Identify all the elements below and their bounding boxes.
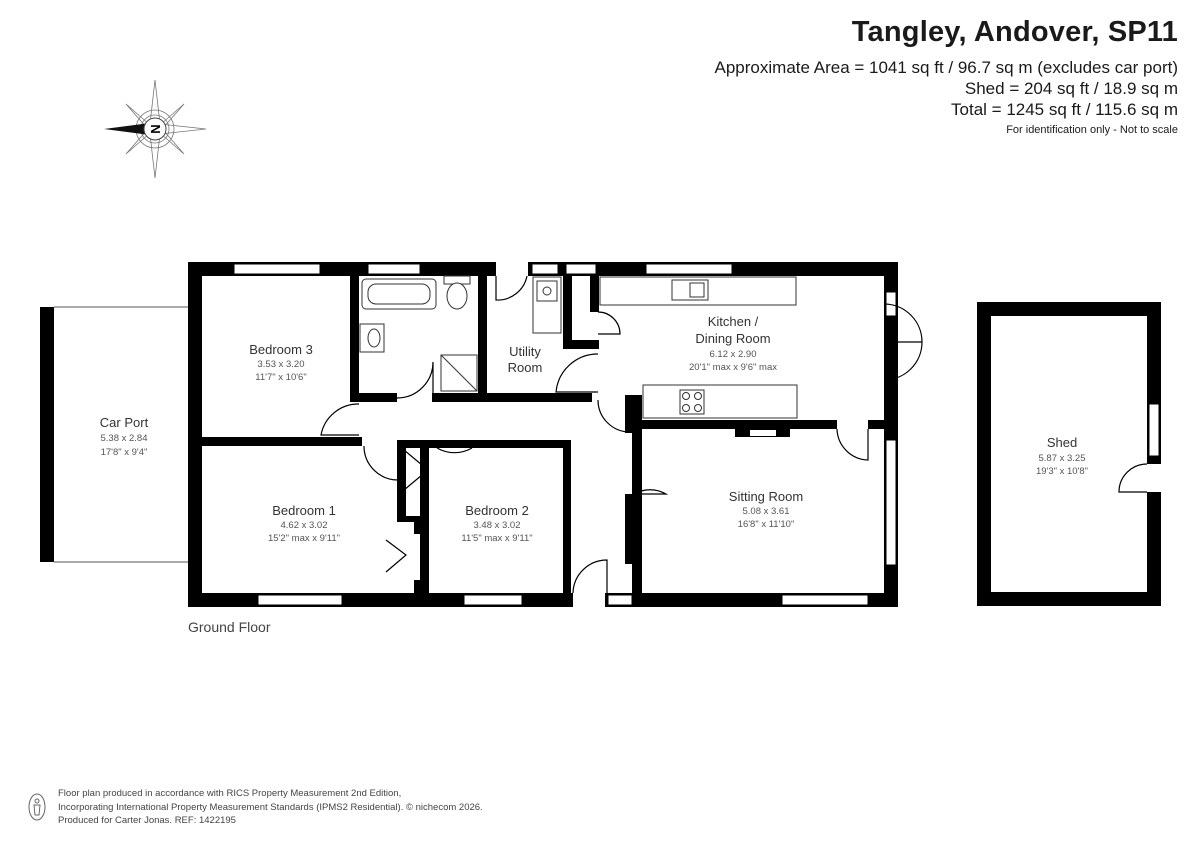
car-port: [40, 306, 188, 563]
bedroom3-imperial: 11'7" x 10'6": [255, 372, 306, 383]
compass-letter: N: [148, 124, 163, 133]
sitting-room-imperial: 16'8" x 11'10": [738, 519, 795, 530]
compass-icon: N: [104, 79, 207, 179]
page-title: Tangley, Andover, SP11: [851, 16, 1178, 48]
sitting-room-metric: 5.08 x 3.61: [742, 506, 789, 517]
bedroom2-name: Bedroom 2: [465, 503, 529, 518]
person-icon: [28, 793, 46, 821]
shed-metric: 5.87 x 3.25: [1038, 453, 1085, 464]
bedroom2-metric: 3.48 x 3.02: [473, 520, 520, 531]
fixtures: [359, 275, 798, 419]
floor-label: Ground Floor: [188, 619, 271, 635]
footer-line2: Incorporating International Property Mea…: [58, 801, 483, 813]
car-port-name: Car Port: [100, 415, 149, 430]
kitchen-imperial: 20'1" max x 9'6" max: [689, 362, 777, 373]
kitchen-name-line2: Dining Room: [695, 331, 770, 346]
footer-line1: Floor plan produced in accordance with R…: [58, 788, 402, 799]
total-area: Total = 1245 sq ft / 115.6 sq m: [951, 100, 1178, 119]
shed-name: Shed: [1047, 435, 1077, 450]
kitchen-counter: [642, 384, 798, 419]
shed-imperial: 19'3" x 10'8": [1036, 466, 1088, 477]
bedroom3-name: Bedroom 3: [249, 342, 313, 357]
windows: [233, 263, 897, 606]
car-port-metric: 5.38 x 2.84: [100, 433, 147, 444]
car-port-imperial: 17'8" x 9'4": [101, 447, 148, 458]
approximate-area: Approximate Area = 1041 sq ft / 96.7 sq …: [714, 58, 1178, 77]
utility-name-line2: Room: [508, 360, 543, 375]
interior-walls: [202, 262, 884, 595]
footer-line3: Produced for Carter Jonas. REF: 1422195: [58, 815, 236, 826]
bedroom3-metric: 3.53 x 3.20: [257, 359, 304, 370]
kitchen-name-line1: Kitchen /: [708, 314, 759, 329]
shed-area: Shed = 204 sq ft / 18.9 sq m: [964, 79, 1178, 98]
bedroom2-imperial: 11'5" max x 9'11": [461, 533, 532, 544]
shed: [977, 302, 1161, 606]
footer-credits: Floor plan produced in accordance with R…: [58, 787, 483, 828]
bedroom1-metric: 4.62 x 3.02: [280, 520, 327, 531]
fireplace: [735, 428, 790, 437]
utility-name-line1: Utility: [509, 344, 541, 359]
sitting-room-name: Sitting Room: [729, 489, 803, 504]
bedroom1-imperial: 15'2" max x 9'11": [268, 533, 340, 544]
kitchen-metric: 6.12 x 2.90: [709, 349, 756, 360]
bedroom1-name: Bedroom 1: [272, 503, 336, 518]
scale-note: For identification only - Not to scale: [1006, 124, 1178, 136]
doors: [320, 275, 923, 594]
